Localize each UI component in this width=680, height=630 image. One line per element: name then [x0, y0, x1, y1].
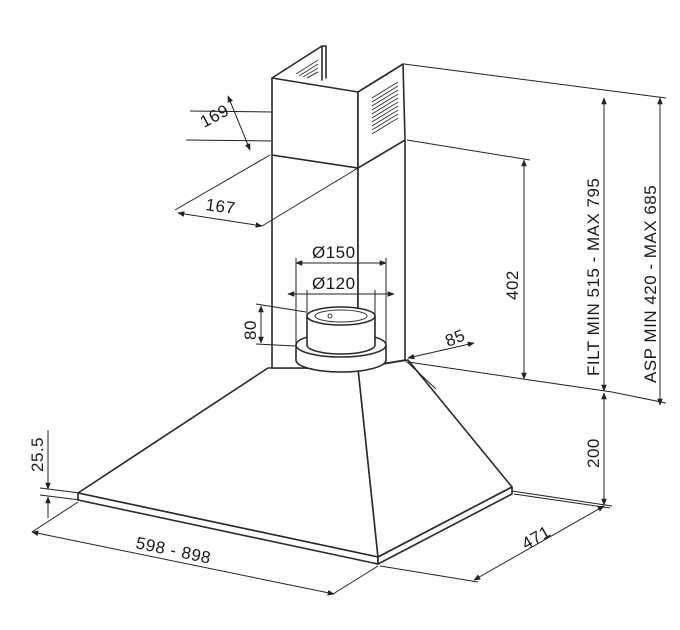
chimney-height-label: 402 [503, 270, 522, 300]
dim-outlet-height: 80 [241, 303, 307, 347]
vent-grille-rear [295, 59, 319, 79]
outlet-height-label: 80 [241, 320, 260, 340]
dim-canopy-height: 200 [511, 392, 613, 507]
dim-chimney-depth: 169 [185, 95, 273, 151]
edge-thickness-label: 25.5 [28, 437, 47, 472]
filter-height-range-label: FILT MIN 515 - MAX 795 [584, 178, 603, 376]
dim-outlet-inner-diameter: Ø120 [287, 274, 395, 315]
dim-chimney-height: 402 [406, 139, 531, 381]
outlet-outer-diameter-label: Ø150 [312, 243, 356, 262]
hood-depth-label: 471 [519, 522, 554, 553]
upper-chimney [271, 45, 406, 169]
dim-chimney-width: 167 [174, 154, 359, 228]
dim-overall-height-ranges: FILT MIN 515 - MAX 795 ASP MIN 420 - MAX… [403, 63, 667, 406]
hood-width-label: 598 - 898 [134, 533, 213, 567]
dim-outlet-outer-diameter: Ø150 [295, 243, 387, 344]
extraction-height-range-label: ASP MIN 420 - MAX 685 [641, 185, 660, 383]
chimney-depth-label: 169 [197, 101, 232, 132]
chimney-top-flange [271, 45, 327, 79]
upper-chimney-front [271, 77, 359, 169]
outlet-collar [295, 306, 387, 373]
outlet-inner-diameter-label: Ø120 [312, 274, 356, 293]
chimney-width-label: 167 [204, 195, 236, 218]
vent-grille-side [371, 81, 399, 135]
canopy-height-label: 200 [584, 438, 603, 468]
chimney-offset-label: 85 [442, 326, 468, 351]
dim-edge-thickness: 25.5 [28, 430, 81, 518]
